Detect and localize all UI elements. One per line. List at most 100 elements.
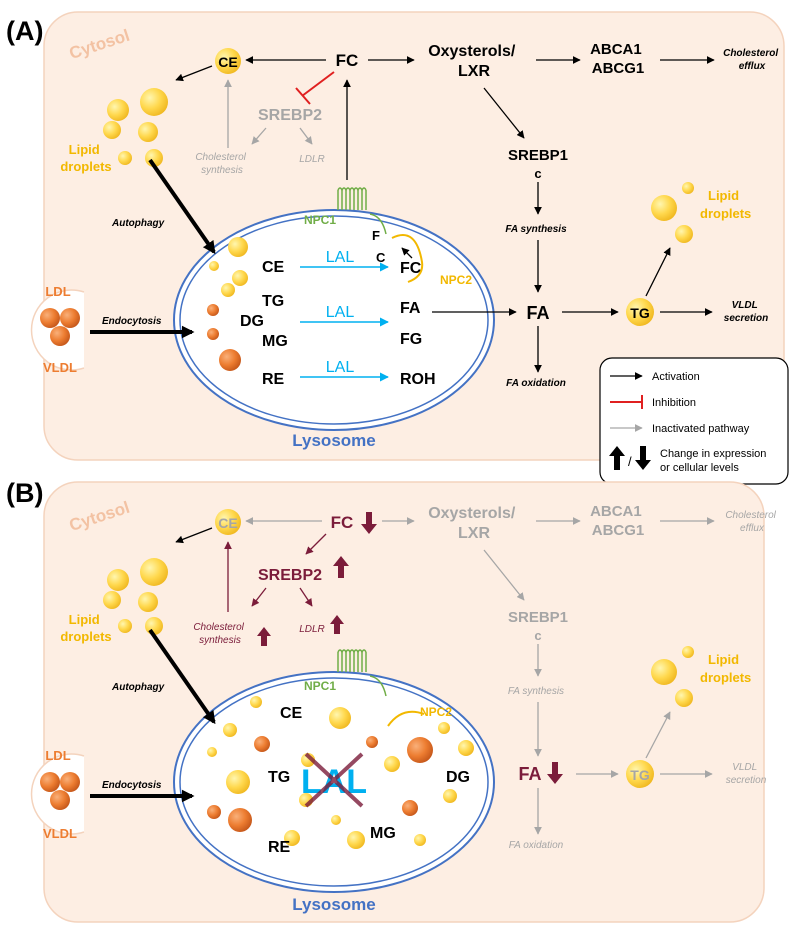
svg-text:TG: TG: [268, 769, 290, 786]
panel-label: (B): [6, 478, 43, 508]
ce-to-droplet-arrow: [175, 527, 213, 544]
tg-droplet: [626, 298, 654, 326]
endocytosis-label: Endocytosis: [102, 316, 162, 327]
lal-label: LAL: [326, 249, 355, 266]
cholesterol-efflux-label: Cholesterol efflux: [723, 48, 781, 72]
npc2-label: NPC2: [420, 705, 452, 719]
svg-text:DG: DG: [240, 313, 264, 330]
lysosome-lipids: [207, 696, 474, 849]
cholesterol-synthesis-label: Cholesterol synthesis: [193, 622, 246, 646]
fc-split-c: C: [376, 250, 386, 265]
npc1-label: NPC1: [304, 213, 336, 227]
tg-label: TG: [630, 305, 650, 321]
fc-decrease-arrow: [361, 512, 377, 534]
lysosome-inner-membrane: [179, 677, 489, 887]
ce-to-droplet-arrow: [175, 65, 213, 82]
srebp2-increase-arrow: [333, 556, 349, 578]
lysosome-substrates: CE TG DG MG RE: [240, 259, 288, 388]
ce-droplet: [215, 48, 241, 74]
endocytosis-label: Endocytosis: [102, 780, 162, 791]
ldlr-label: LDLR: [299, 624, 325, 635]
lysosome-substrates: CE TG DG RE MG: [268, 705, 470, 856]
lipid-droplets-cluster: [103, 558, 168, 635]
lysosome-inner-membrane: [179, 215, 489, 425]
npc2-protein: [391, 234, 424, 283]
fa-oxidation-label: FA oxidation: [509, 840, 564, 851]
srebp1-c-label: c: [534, 166, 541, 181]
ce-label: CE: [218, 515, 237, 531]
ce-label: CE: [218, 54, 237, 70]
fa-label: FA: [526, 303, 549, 323]
panel-a: (A) Cytosol Lysosome Lipid droplets Auto…: [6, 11, 789, 485]
legend-inactivated: Inactivated pathway: [652, 423, 750, 435]
vldl-label: VLDL: [43, 826, 77, 841]
ldl-label: LDL: [45, 284, 70, 299]
lipid-droplets-right-label: Lipid droplets: [700, 652, 751, 685]
fa-synthesis-label: FA synthesis: [505, 224, 567, 235]
cholesterol-efflux-label: Cholesterol efflux: [725, 510, 778, 534]
tg-label: TG: [630, 767, 650, 783]
npc1-protein: [337, 649, 387, 697]
lysosome-products: FC FA FG ROH: [400, 260, 436, 388]
svg-text:RE: RE: [262, 371, 285, 388]
fc-to-srebp2-arrow: [305, 533, 327, 555]
svg-text:RE: RE: [268, 839, 291, 856]
lysosome-label: Lysosome: [292, 895, 375, 914]
autophagy-label: Autophagy: [111, 218, 165, 229]
autophagy-arrow: [148, 158, 216, 255]
legend-activation: Activation: [652, 371, 700, 383]
legend-change: Change in expression or cellular levels: [660, 448, 769, 474]
oxysterols-label: Oxysterols/ LXR: [428, 505, 520, 542]
svg-text:TG: TG: [262, 293, 284, 310]
srebp2-label: SREBP2: [258, 107, 322, 124]
panel-b: (B) Cytosol Lysosome Lipid droplets Auto…: [6, 478, 778, 923]
vldl-secretion-label: VLDL secretion: [724, 300, 768, 324]
svg-text:FA: FA: [400, 300, 421, 317]
svg-text:DG: DG: [446, 769, 470, 786]
npc1-label: NPC1: [304, 679, 336, 693]
ldlr-increase-arrow: [330, 615, 344, 634]
ce-droplet: [215, 509, 241, 535]
lal-label: LAL: [326, 304, 355, 321]
lipid-droplets-label: Lipid droplets: [60, 142, 111, 174]
fa-oxidation-label: FA oxidation: [506, 378, 566, 389]
fa-decrease-arrow: [547, 762, 563, 784]
lipid-droplets-label: Lipid droplets: [60, 612, 111, 644]
lipid-droplets-right-label: Lipid droplets: [700, 188, 751, 221]
svg-text:ROH: ROH: [400, 371, 436, 388]
svg-text:FG: FG: [400, 331, 422, 348]
srebp1-label: SREBP1: [508, 609, 568, 626]
fa-synthesis-label: FA synthesis: [508, 686, 564, 697]
abc-transporters: ABCA1 ABCG1: [590, 41, 646, 77]
srebp1-c-label: c: [534, 628, 541, 643]
fc-label: FC: [331, 513, 354, 532]
lipid-droplets-right: [651, 182, 694, 243]
cholesterol-synthesis-label: Cholesterol synthesis: [195, 152, 248, 176]
vldl-label: VLDL: [43, 360, 77, 375]
vldl-secretion-label: VLDL secretion: [726, 762, 767, 786]
svg-text:MG: MG: [262, 333, 288, 350]
panel-label: (A): [6, 16, 43, 46]
lipid-droplets-cluster: [103, 88, 168, 167]
tg-droplet: [626, 760, 654, 788]
abc-transporters: ABCA1 ABCG1: [590, 503, 646, 539]
lipid-droplets-right: [651, 646, 694, 707]
fc-transfer-arrow: [401, 247, 413, 259]
srebp1-label: SREBP1: [508, 147, 568, 164]
svg-text:FC: FC: [400, 260, 422, 277]
synthesis-increase-arrow: [257, 627, 271, 646]
fc-label: FC: [336, 51, 359, 70]
svg-text:CE: CE: [280, 705, 303, 722]
lal-reactions: LAL LAL LAL: [300, 249, 389, 382]
ldlr-label: LDLR: [299, 154, 325, 165]
lysosome-lipids: [207, 237, 248, 371]
npc2-label: NPC2: [440, 273, 472, 287]
svg-text:/: /: [628, 454, 632, 469]
fc-inhibits-srebp2: [295, 71, 335, 105]
oxysterols-label: Oxysterols/ LXR: [428, 43, 520, 80]
srebp2-label: SREBP2: [258, 567, 322, 584]
lal-label: LAL: [326, 359, 355, 376]
ldl-label: LDL: [45, 748, 70, 763]
autophagy-label: Autophagy: [111, 682, 165, 693]
